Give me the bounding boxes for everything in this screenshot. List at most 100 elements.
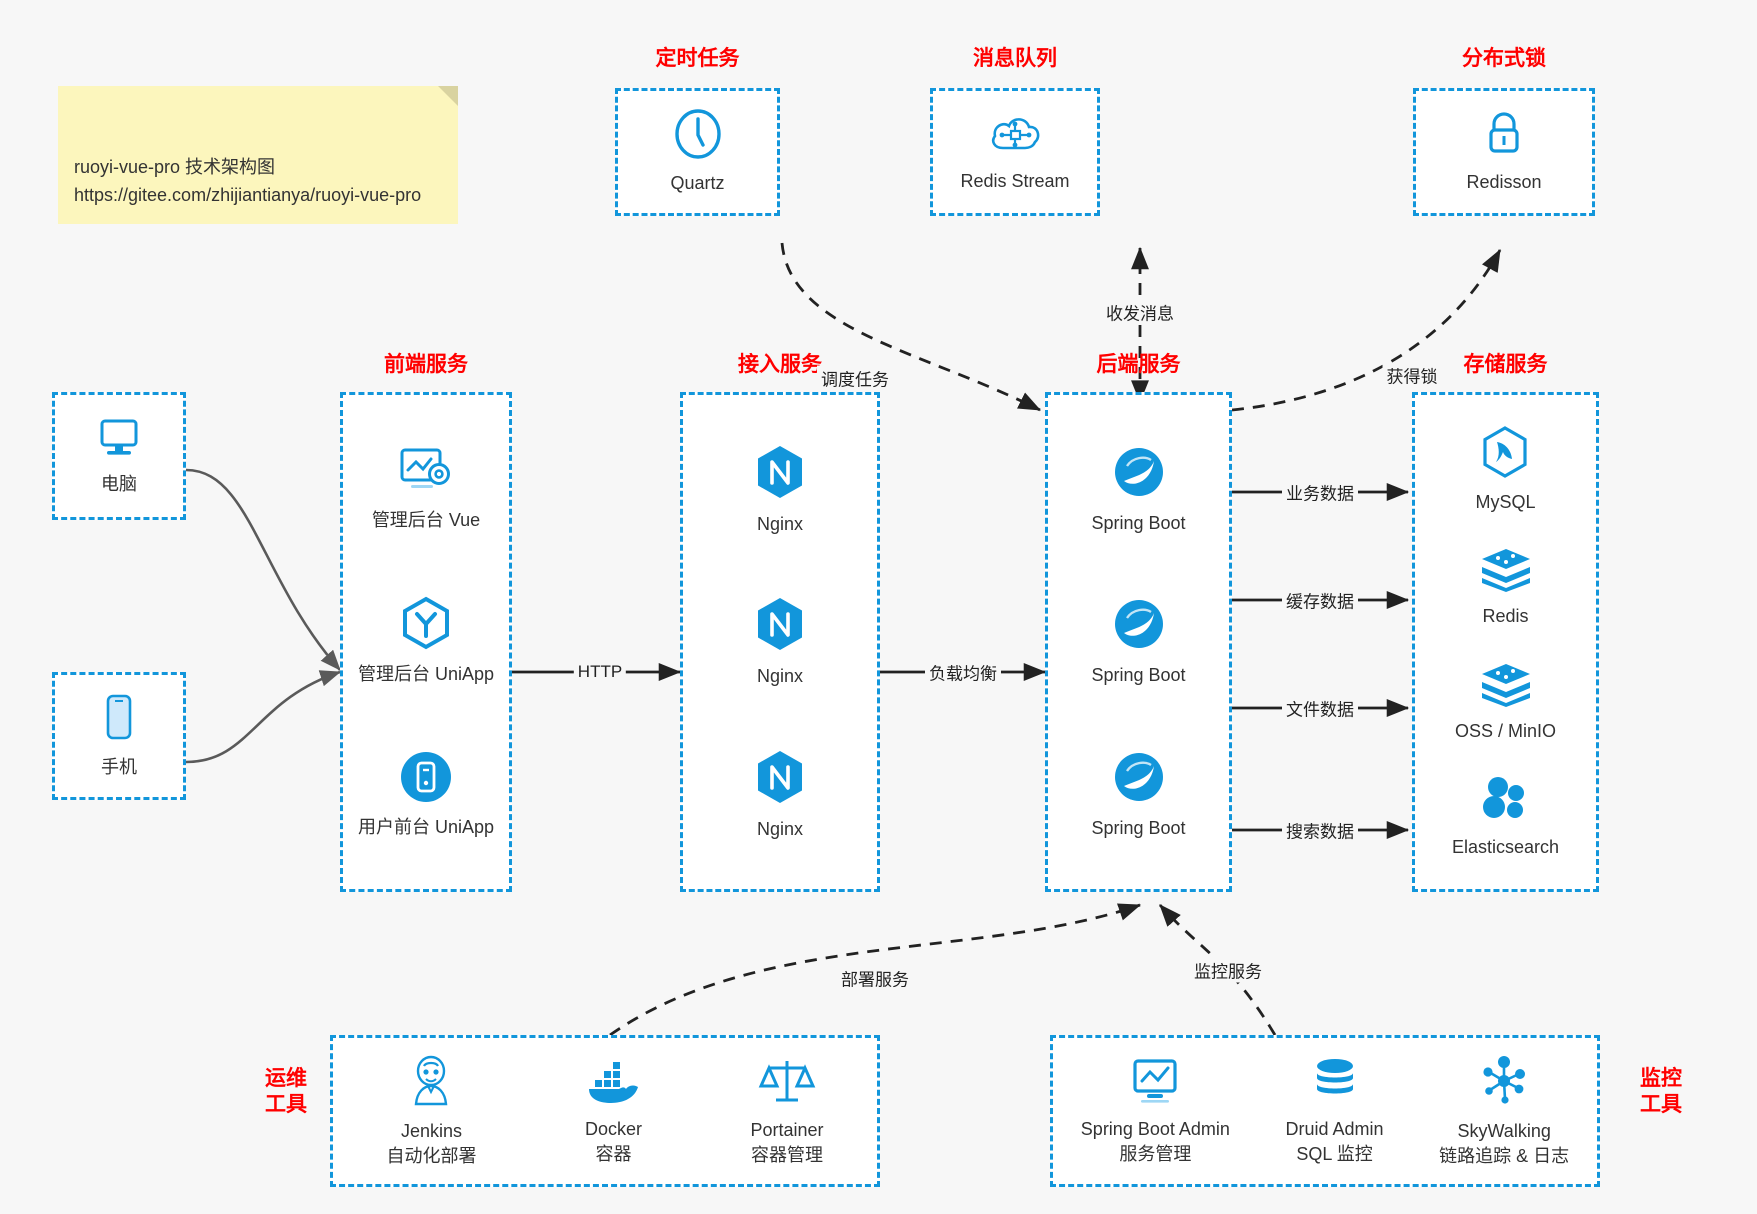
- edge-label-search-data: 搜索数据: [1282, 817, 1358, 843]
- group-title-lock: 分布式锁: [1462, 47, 1546, 70]
- spring-boot-icon: [1111, 596, 1167, 657]
- group-lock: Redisson: [1413, 88, 1595, 216]
- group-title-storage: 存储服务: [1463, 353, 1548, 376]
- node-label: Jenkins 自动化部署: [386, 1121, 477, 1166]
- edge-label-cache-data: 缓存数据: [1282, 587, 1358, 613]
- group-title-mq: 消息队列: [973, 47, 1057, 70]
- nginx-icon: [754, 443, 806, 506]
- node-quartz[interactable]: Quartz: [670, 108, 725, 195]
- node-label: 手机: [101, 757, 137, 778]
- dashboard-vue-icon: [397, 445, 455, 502]
- group-title-scheduler: 定时任务: [655, 47, 740, 70]
- group-title-gateway: 接入服务: [738, 353, 822, 376]
- node-spring-boot-2[interactable]: Spring Boot: [1091, 596, 1186, 687]
- group-monitor: Spring Boot Admin 服务管理 Druid Admin SQL 监…: [1050, 1035, 1600, 1187]
- node-mobile[interactable]: 手机: [101, 692, 137, 779]
- node-spring-boot-admin[interactable]: Spring Boot Admin 服务管理: [1081, 1056, 1230, 1166]
- node-spring-boot-1[interactable]: Spring Boot: [1091, 444, 1186, 535]
- node-label: Druid Admin SQL 监控: [1285, 1119, 1384, 1164]
- group-backend: Spring Boot Spring Boot Spring Boot: [1045, 392, 1232, 892]
- edge-label-lb: 负载均衡: [925, 659, 1001, 685]
- node-label: Redis Stream: [960, 171, 1070, 192]
- note-text: ruoyi-vue-pro 技术架构图 https://gitee.com/zh…: [74, 156, 422, 205]
- node-oss-minio[interactable]: OSS / MinIO: [1455, 660, 1556, 743]
- skywalking-icon: [1476, 1054, 1532, 1113]
- edge-label-deploy: 部署服务: [837, 965, 913, 991]
- group-gateway: Nginx Nginx Nginx: [680, 392, 880, 892]
- node-elasticsearch[interactable]: Elasticsearch: [1452, 774, 1559, 859]
- group-client-mobile: 手机: [52, 672, 186, 800]
- monitor-screen-icon: [1127, 1056, 1183, 1111]
- node-nginx-2[interactable]: Nginx: [754, 595, 806, 688]
- edge-label-mq-msg: 收发消息: [1102, 299, 1178, 325]
- diagram-note: ruoyi-vue-pro 技术架构图 https://gitee.com/zh…: [58, 86, 458, 224]
- spring-boot-icon: [1111, 444, 1167, 505]
- node-admin-vue[interactable]: 管理后台 Vue: [372, 445, 480, 532]
- node-portainer[interactable]: Portainer 容器管理: [750, 1055, 824, 1167]
- lock-icon: [1479, 109, 1529, 164]
- clock-icon: [672, 108, 724, 165]
- node-label: Spring Boot Admin 服务管理: [1080, 1119, 1230, 1164]
- nginx-icon: [754, 748, 806, 811]
- edge-label-biz-data: 业务数据: [1282, 479, 1358, 505]
- node-label: Elasticsearch: [1451, 837, 1560, 858]
- elasticsearch-icon: [1478, 774, 1532, 829]
- node-label: Redis: [1482, 606, 1529, 627]
- node-docker[interactable]: Docker 容器: [583, 1056, 643, 1166]
- node-nginx-1[interactable]: Nginx: [754, 443, 806, 536]
- node-label: Portainer 容器管理: [750, 1120, 824, 1165]
- edge-label-monitor-svc: 监控服务: [1190, 957, 1266, 983]
- group-title-monitor: 监控 工具: [1640, 1067, 1682, 1117]
- node-label: 电脑: [101, 474, 137, 495]
- redis-icon: [1478, 545, 1534, 598]
- node-nginx-3[interactable]: Nginx: [754, 748, 806, 841]
- oss-minio-icon: [1478, 660, 1534, 713]
- node-redisson[interactable]: Redisson: [1466, 109, 1542, 194]
- cube-uniapp-icon: [400, 595, 452, 656]
- node-label: MySQL: [1475, 491, 1536, 512]
- node-spring-boot-3[interactable]: Spring Boot: [1091, 749, 1186, 840]
- node-label: Quartz: [670, 173, 725, 194]
- group-client-pc: 电脑: [52, 392, 186, 520]
- group-title-devops: 运维 工具: [265, 1067, 307, 1117]
- edge-label-http: HTTP: [573, 662, 627, 682]
- edge-label-get-lock: 获得锁: [1382, 362, 1442, 388]
- node-label: 管理后台 Vue: [371, 509, 481, 530]
- node-mysql[interactable]: MySQL: [1475, 425, 1536, 514]
- docker-icon: [583, 1056, 643, 1111]
- node-label: OSS / MinIO: [1454, 720, 1557, 741]
- app-user-icon: [399, 750, 453, 809]
- group-mq: Redis Stream: [930, 88, 1100, 216]
- node-label: 用户前台 UniApp: [357, 816, 495, 837]
- node-skywalking[interactable]: SkyWalking 链路追踪 & 日志: [1439, 1054, 1569, 1168]
- node-label: Docker 容器: [584, 1119, 642, 1164]
- node-label: SkyWalking 链路追踪 & 日志: [1439, 1121, 1570, 1166]
- node-label: Redisson: [1466, 172, 1542, 193]
- node-label: Spring Boot: [1091, 817, 1186, 838]
- node-admin-uniapp[interactable]: 管理后台 UniApp: [358, 595, 494, 686]
- group-scheduler: Quartz: [615, 88, 780, 216]
- group-storage: MySQL Redis: [1412, 392, 1599, 892]
- node-jenkins[interactable]: Jenkins 自动化部署: [386, 1054, 476, 1168]
- node-label: Spring Boot: [1091, 512, 1186, 533]
- node-label: Nginx: [756, 513, 804, 534]
- group-title-frontend: 前端服务: [384, 353, 468, 376]
- node-label: Spring Boot: [1091, 665, 1186, 686]
- edge-label-schedule: 调度任务: [817, 365, 893, 391]
- node-pc[interactable]: 电脑: [94, 415, 144, 496]
- database-icon: [1309, 1056, 1361, 1111]
- node-user-uniapp[interactable]: 用户前台 UniApp: [358, 750, 494, 839]
- note-fold-corner: [438, 86, 458, 106]
- node-redis[interactable]: Redis: [1478, 545, 1534, 628]
- node-druid-admin[interactable]: Druid Admin SQL 监控: [1286, 1056, 1384, 1166]
- node-label: Nginx: [756, 818, 804, 839]
- phone-icon: [102, 692, 136, 749]
- portainer-icon: [758, 1055, 816, 1112]
- spring-boot-icon: [1111, 749, 1167, 810]
- node-redis-stream[interactable]: Redis Stream: [960, 110, 1070, 193]
- group-frontend: 管理后台 Vue 管理后台 UniApp 用户前台 UniApp: [340, 392, 512, 892]
- cloud-stream-icon: [987, 110, 1043, 163]
- nginx-icon: [754, 595, 806, 658]
- mysql-icon: [1480, 425, 1530, 484]
